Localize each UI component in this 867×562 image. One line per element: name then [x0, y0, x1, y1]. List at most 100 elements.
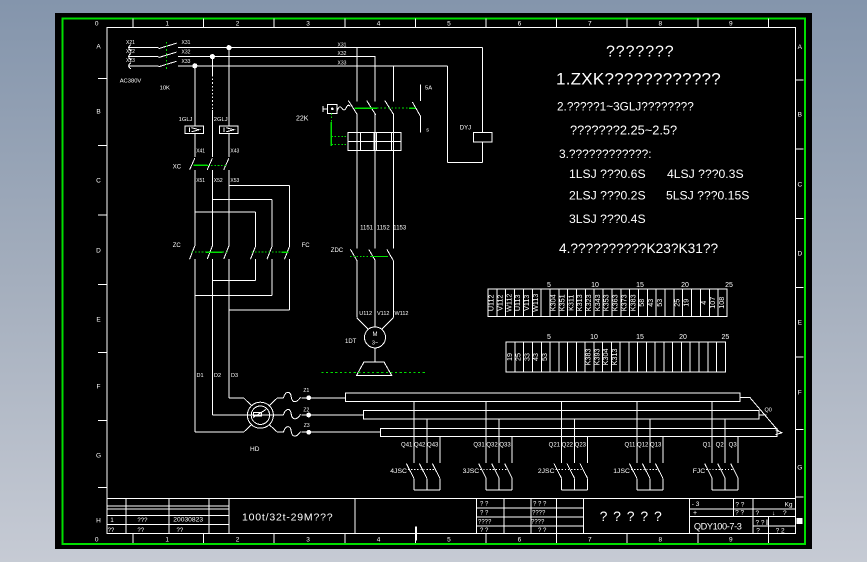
- svg-text:53: 53: [655, 299, 664, 307]
- svg-text:Q12: Q12: [637, 442, 649, 448]
- svg-text:1GLJ: 1GLJ: [179, 117, 193, 123]
- svg-text:K304: K304: [549, 294, 558, 311]
- svg-text:? ?: ? ?: [735, 501, 744, 508]
- svg-text:K373: K373: [619, 294, 628, 311]
- svg-text:K343: K343: [593, 294, 602, 311]
- svg-text:Q43: Q43: [427, 442, 439, 448]
- svg-text:X31: X31: [338, 42, 347, 48]
- svg-text:????: ????: [531, 520, 545, 526]
- svg-text:????: ????: [478, 520, 492, 526]
- svg-text:???????2.25~2.5?: ???????2.25~2.5?: [570, 122, 677, 137]
- svg-text:9: 9: [729, 537, 733, 544]
- svg-text:K351: K351: [557, 294, 566, 311]
- svg-text:5A: 5A: [425, 86, 432, 92]
- svg-text:G: G: [96, 452, 101, 459]
- svg-text:22K: 22K: [296, 115, 309, 122]
- svg-text:A: A: [798, 44, 803, 51]
- svg-text:Q41: Q41: [401, 442, 413, 448]
- svg-text:Q0: Q0: [765, 407, 772, 413]
- svg-text:19: 19: [681, 299, 690, 307]
- svg-text:FJC: FJC: [693, 468, 706, 475]
- svg-text:? ?: ? ?: [480, 502, 489, 508]
- svg-text:K311: K311: [566, 295, 575, 311]
- svg-text:?: ?: [783, 510, 787, 517]
- svg-text:108: 108: [717, 297, 726, 309]
- svg-text:- 3: - 3: [692, 501, 700, 508]
- svg-text:5: 5: [547, 282, 551, 289]
- svg-text:Kg: Kg: [785, 502, 793, 509]
- svg-text:8: 8: [658, 20, 662, 27]
- svg-text:1153: 1153: [393, 226, 407, 232]
- svg-text:???????: ???????: [606, 44, 675, 61]
- svg-text:U112: U112: [359, 311, 372, 317]
- svg-text:4: 4: [377, 537, 381, 544]
- svg-text:9: 9: [729, 20, 733, 27]
- svg-text:Q33: Q33: [499, 442, 511, 448]
- svg-text:1DT: 1DT: [345, 339, 357, 345]
- svg-text:Z1: Z1: [303, 388, 309, 394]
- svg-text:K323: K323: [584, 294, 593, 311]
- svg-text:FC: FC: [302, 243, 311, 249]
- svg-text:????: ????: [532, 511, 546, 517]
- svg-text:??: ??: [177, 528, 184, 534]
- svg-text:X51: X51: [196, 178, 205, 184]
- svg-text:3~: 3~: [372, 341, 378, 347]
- svg-text:? ?: ? ?: [480, 528, 489, 534]
- svg-text:2GLJ: 2GLJ: [214, 117, 228, 123]
- svg-text:HD: HD: [250, 446, 260, 453]
- svg-text:2LSJ ???0.2S: 2LSJ ???0.2S: [569, 189, 646, 203]
- svg-text:1: 1: [165, 20, 169, 27]
- svg-text:V112: V112: [377, 311, 389, 317]
- svg-text:E: E: [798, 319, 803, 326]
- svg-text:20: 20: [679, 334, 687, 341]
- svg-text:V112: V112: [495, 295, 504, 311]
- svg-text:3.????????????:: 3.????????????:: [559, 147, 652, 161]
- svg-text:X22: X22: [126, 49, 135, 55]
- svg-text:U112: U112: [487, 294, 496, 311]
- svg-text:5LSJ ???0.15S: 5LSJ ???0.15S: [666, 189, 749, 203]
- svg-text:X33: X33: [338, 60, 347, 66]
- svg-text:F: F: [97, 383, 101, 390]
- svg-text:AC380V: AC380V: [120, 78, 142, 84]
- svg-text:W112: W112: [395, 311, 409, 317]
- svg-text:4JSC: 4JSC: [390, 468, 407, 475]
- svg-text:1: 1: [110, 518, 114, 524]
- svg-text:3: 3: [306, 537, 310, 544]
- svg-text:X32: X32: [338, 51, 347, 57]
- svg-text:Q42: Q42: [414, 442, 426, 448]
- svg-text:X21: X21: [126, 40, 135, 46]
- svg-text:? 2: ? 2: [776, 527, 785, 534]
- svg-text:4: 4: [377, 20, 381, 27]
- svg-text:Z3: Z3: [304, 423, 310, 429]
- svg-text:Q22: Q22: [562, 442, 574, 448]
- svg-text:D1: D1: [197, 373, 204, 379]
- svg-text:s: s: [426, 127, 429, 133]
- svg-text:20030823: 20030823: [173, 517, 203, 524]
- svg-text:Q2: Q2: [716, 442, 725, 448]
- svg-text:K383: K383: [628, 294, 637, 311]
- svg-text:?????: ?????: [600, 508, 668, 524]
- svg-text:H: H: [96, 517, 101, 524]
- svg-text:43: 43: [531, 353, 540, 361]
- svg-text:C: C: [797, 181, 802, 188]
- svg-text:M: M: [373, 332, 378, 338]
- svg-text:K313: K313: [610, 349, 619, 366]
- svg-text:U113: U113: [513, 294, 522, 311]
- svg-text:10: 10: [590, 334, 598, 341]
- svg-text:K313: K313: [575, 294, 584, 311]
- svg-text:33: 33: [522, 353, 531, 361]
- svg-text:5: 5: [447, 537, 451, 544]
- svg-text:X32: X32: [182, 49, 191, 55]
- svg-text:1.ZXK????????????: 1.ZXK????????????: [556, 70, 721, 89]
- svg-text:XC: XC: [173, 164, 182, 170]
- svg-text:? ?: ? ?: [480, 511, 489, 517]
- svg-text:K353: K353: [602, 294, 611, 311]
- svg-text:? ?: ? ?: [538, 528, 547, 534]
- svg-text:X53: X53: [230, 178, 239, 184]
- svg-text:0: 0: [95, 20, 99, 27]
- svg-text:G: G: [797, 464, 802, 471]
- svg-text:E: E: [96, 316, 101, 323]
- svg-text:3: 3: [306, 20, 310, 27]
- svg-text:QDY100-7-3: QDY100-7-3: [694, 522, 742, 532]
- svg-text:W112: W112: [504, 294, 513, 312]
